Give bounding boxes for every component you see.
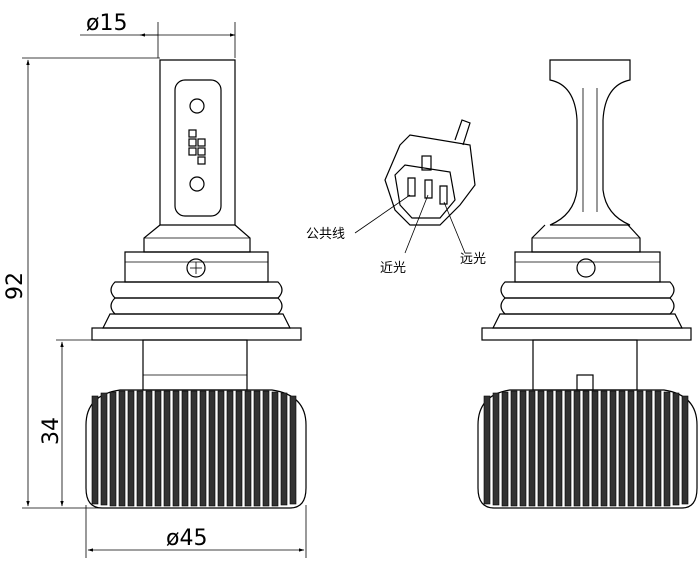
bottom-width-dimension: ø45 xyxy=(85,505,307,558)
heatsink-height-label: 34 xyxy=(39,417,64,445)
common-wire-label: 公共线 xyxy=(306,227,345,242)
bulb-front-view xyxy=(85,59,307,509)
top-width-label: ø15 xyxy=(86,11,127,36)
total-height-label: 92 xyxy=(3,272,28,300)
top-width-dimension: ø15 xyxy=(80,11,236,58)
bulb-side-view xyxy=(477,59,698,509)
connector-diagram: 公共线 近光 远光 xyxy=(306,119,486,276)
heatsink-height-dimension: 34 xyxy=(39,339,110,507)
low-beam-label: 近光 xyxy=(380,261,406,276)
heatsink-fins-front xyxy=(91,390,297,507)
heatsink-fins-side xyxy=(483,390,689,507)
total-height-dimension: 92 xyxy=(3,57,160,509)
bottom-width-label: ø45 xyxy=(166,526,207,551)
high-beam-label: 远光 xyxy=(460,252,486,267)
